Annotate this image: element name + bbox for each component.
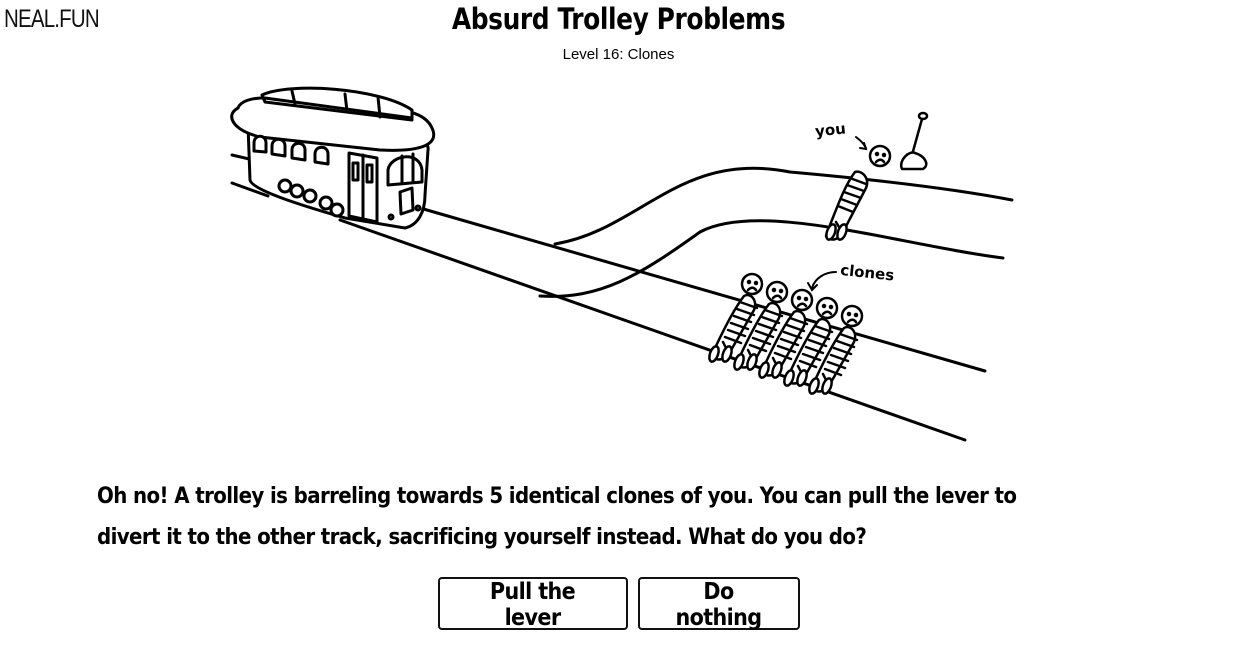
pull-lever-button[interactable]: Pull the lever (437, 577, 628, 631)
you-person-icon (824, 144, 892, 241)
description-line-2: divert it to the other track, sacrificin… (97, 525, 867, 550)
description-line-1: Oh no! A trolley is barreling towards 5 … (97, 484, 1017, 509)
choice-buttons: Pull the lever Do nothing (0, 577, 1237, 631)
clone-person-icon (758, 288, 814, 379)
clones-label: clones (839, 261, 895, 285)
clone-person-icon (733, 280, 789, 371)
clones-group (708, 272, 864, 395)
site-logo[interactable]: NEAL.FUN (4, 5, 100, 33)
clone-person-icon (783, 296, 839, 387)
level-subtitle: Level 16: Clones (562, 46, 675, 63)
side-track (538, 166, 1014, 298)
you-label: you (814, 119, 846, 140)
clones-arrow-icon (807, 271, 837, 292)
page-title: Absurd Trolley Problems (451, 2, 786, 36)
scenario-description: Oh no! A trolley is barreling towards 5 … (97, 476, 1137, 558)
clone-person-icon (808, 304, 864, 395)
clone-person-icon (708, 272, 764, 363)
do-nothing-button[interactable]: Do nothing (637, 577, 800, 631)
you-arrow-icon (855, 136, 868, 151)
trolley-scene: you clones (230, 86, 1014, 442)
lever-icon[interactable] (899, 111, 929, 171)
trolley-icon (230, 86, 436, 230)
